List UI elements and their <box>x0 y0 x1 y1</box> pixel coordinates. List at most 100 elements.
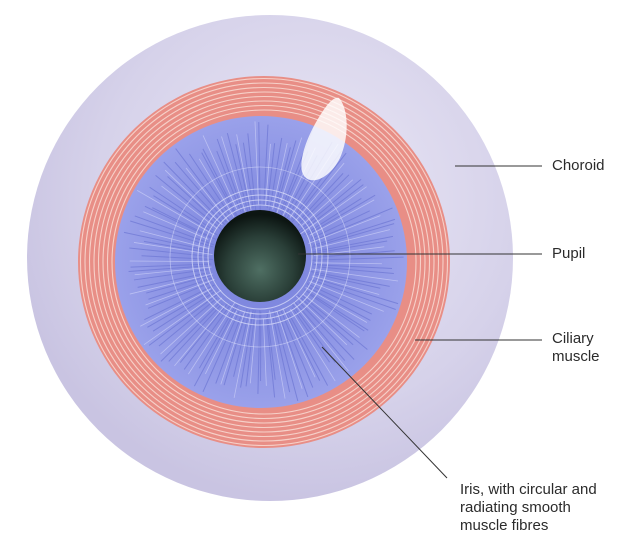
iris-radial-fibre <box>233 310 250 377</box>
ciliary-fibre <box>102 100 426 424</box>
iris-leader-line <box>321 346 448 479</box>
iris-radial-fibre <box>164 169 223 226</box>
iris-radial-fibre <box>297 294 354 346</box>
iris-radial-fibre <box>145 278 215 306</box>
iris-circular-fibre <box>197 194 323 320</box>
iris-radial-fibre <box>179 303 229 363</box>
iris-radial-fibre <box>152 290 216 332</box>
iris-radial-fibre <box>128 265 205 272</box>
iris-radial-fibre <box>146 275 210 294</box>
iris-radial-fibre <box>233 311 252 398</box>
iris-radial-fibre <box>235 144 251 211</box>
iris-radial-fibre <box>287 312 329 386</box>
iris-radial-fibre <box>301 179 354 226</box>
iris-radial-fibre <box>242 142 254 209</box>
iris-radial-fibre <box>276 310 303 389</box>
iris-radial-fibre <box>276 137 303 215</box>
iris-radial-fibre <box>245 310 256 387</box>
iris-radial-fibre <box>290 309 336 382</box>
iris-radial-fibre <box>293 302 349 372</box>
iris-circular-fibres <box>169 166 351 348</box>
ciliary-fibre <box>111 109 417 415</box>
iris-radial-fibre <box>313 264 393 269</box>
iris-radial-fibre <box>136 190 215 236</box>
iris-radial-fibre <box>160 297 223 355</box>
iris-radial-fibre <box>298 301 355 360</box>
iris-radial-fibre <box>198 158 235 218</box>
iris-radial-fibre <box>295 162 345 221</box>
iris-radial-fibre <box>293 300 346 361</box>
iris-label: Iris, with circular and radiating smooth… <box>460 481 597 534</box>
iris-radial-fibre <box>315 229 390 249</box>
iris-radial-fibre <box>269 310 286 399</box>
ciliary-muscle-fibres <box>79 77 449 447</box>
iris-radial-fibre <box>308 270 390 287</box>
iris-radial-fibre <box>123 231 208 251</box>
pupil-label: Pupil <box>552 245 586 262</box>
iris-radial-fibre <box>297 174 350 226</box>
iris-radial-fibre <box>312 207 393 242</box>
iris-radial-fibre <box>152 207 217 241</box>
iris-radial-fibre <box>272 143 288 210</box>
iris-radial-fibre <box>188 302 236 375</box>
iris-radial-fibre <box>133 269 208 281</box>
choroid-label: Choroid <box>552 157 605 174</box>
iris-radial-fibre <box>311 210 370 239</box>
iris-radial-fibre <box>247 133 257 212</box>
iris-radial-fibre <box>254 121 259 205</box>
iris-radial-fibre <box>272 317 291 393</box>
iris-radial-fibre <box>263 124 269 206</box>
iris-radial-fibre <box>144 205 211 239</box>
iris-radial-fibre <box>266 316 276 398</box>
iris-radial-fibre <box>266 143 276 209</box>
iris-radial-fibre <box>291 307 331 363</box>
iris-radial-fibre <box>185 167 230 222</box>
iris-radial-fibre <box>153 195 218 236</box>
ciliary-fibre <box>84 82 444 442</box>
iris-radial-fibre <box>299 184 364 234</box>
iris-radial-fibre <box>183 303 232 370</box>
ciliary-muscle-label: Ciliary muscle <box>552 330 600 365</box>
iris-radial-fibre <box>143 289 222 346</box>
iris-radial-fibre <box>274 147 291 209</box>
iris-radial-fibre <box>221 136 247 215</box>
iris-radial-fibre <box>141 255 213 260</box>
iris-radial-fibre <box>284 310 321 381</box>
iris-radial-fibre <box>311 235 394 253</box>
iris-circular-fibre <box>191 188 329 326</box>
iris-radial-fibre <box>202 308 241 393</box>
iris-radial-fibre <box>315 278 399 305</box>
iris-radial-fibre <box>215 313 243 384</box>
ciliary-fibre <box>106 104 422 420</box>
iris-radial-fibre <box>300 294 368 350</box>
iris-radial-fibre <box>137 272 207 288</box>
iris-radial-fibre <box>298 178 362 232</box>
iris-radial-fibre <box>249 318 257 384</box>
iris-radial-fibre <box>258 122 261 214</box>
iris-radial-fibre <box>139 230 210 250</box>
iris-radial-fibre <box>148 277 213 300</box>
iris-radial-fibre <box>133 242 213 255</box>
iris-radial-fibre <box>158 297 218 347</box>
iris-radial-fibre <box>129 247 209 257</box>
iris-radial-fibre <box>310 223 395 249</box>
iris-radial-fibre <box>143 240 210 254</box>
iris-radial-fibre <box>161 185 218 229</box>
iris-radial-fibre <box>216 138 245 216</box>
iris-radial-fibre <box>273 309 299 402</box>
iris-radial-fibre <box>129 273 213 295</box>
iris-radial-fibre <box>299 173 344 221</box>
iris-radial-fibre <box>314 262 382 265</box>
iris-radial-fibre <box>216 150 242 213</box>
iris-radial-fibre <box>236 134 252 211</box>
iris-radial-fibre <box>309 199 375 236</box>
iris-radial-fibre <box>280 309 314 388</box>
iris-radial-fibre <box>282 308 316 378</box>
iris-radial-fibre <box>308 215 381 244</box>
iris-radial-fibre <box>303 198 362 236</box>
iris-radial-fibre <box>313 218 396 246</box>
iris-radial-fibre <box>257 310 261 394</box>
iris-radial-fibre <box>147 282 211 309</box>
iris-circular-fibre <box>207 204 313 310</box>
iris-radial-fibre <box>317 266 394 274</box>
